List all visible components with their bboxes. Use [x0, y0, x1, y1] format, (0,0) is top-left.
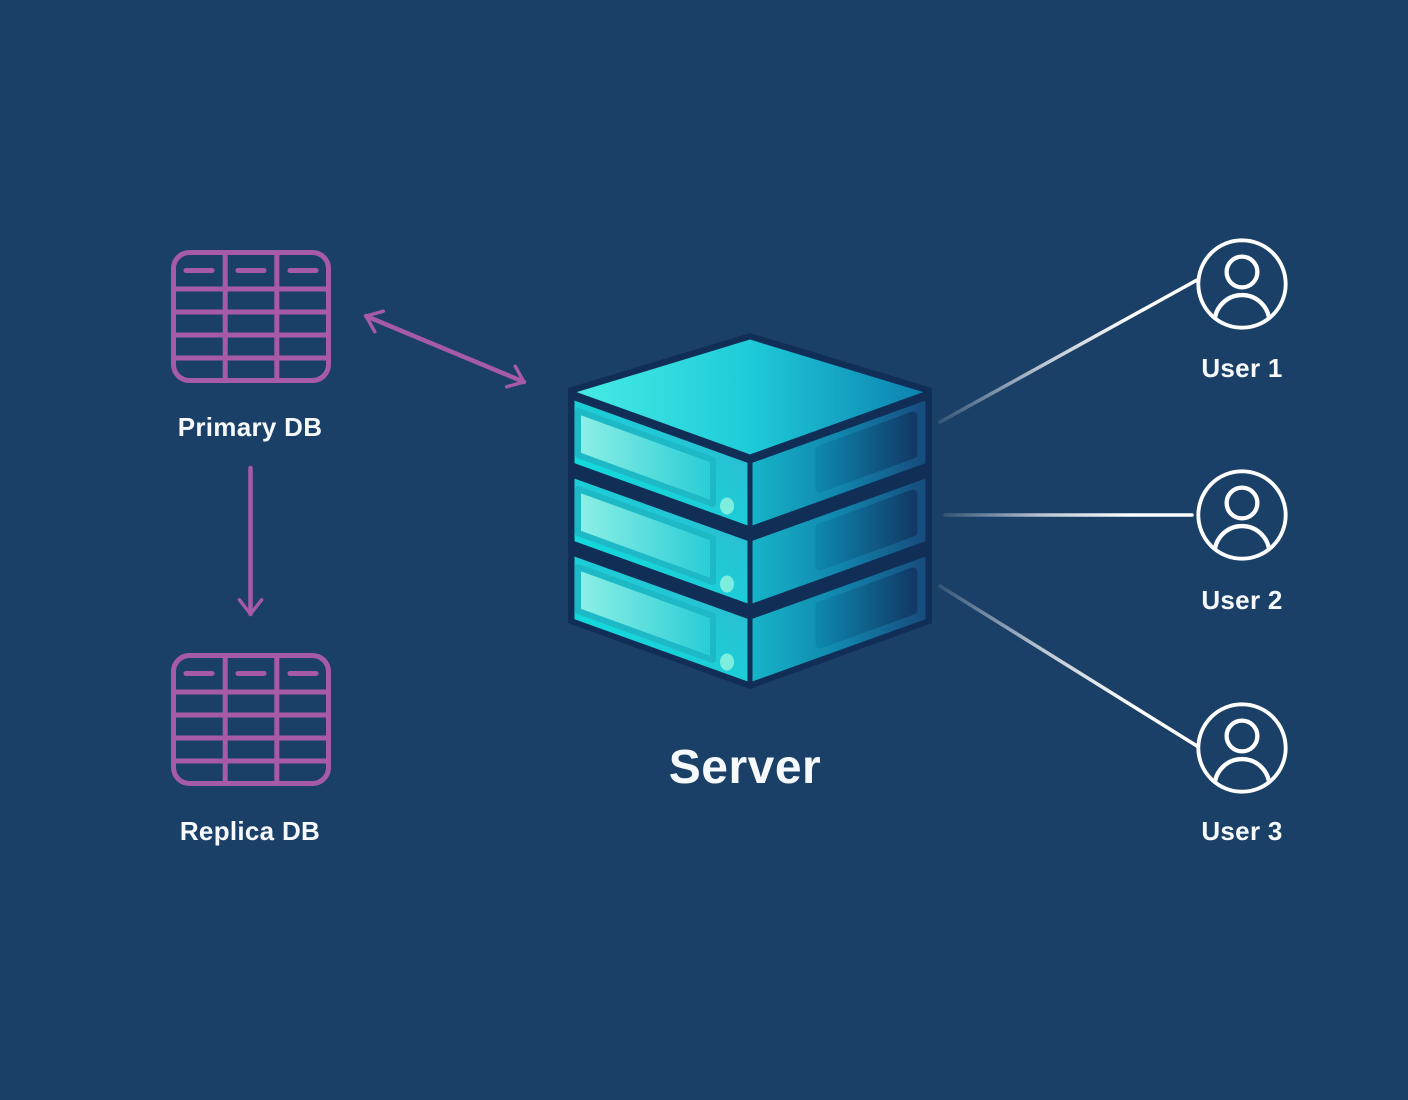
server-rack-unit-2 [569, 472, 931, 610]
sync-arrow-primary-server [363, 309, 527, 389]
server-led-light [720, 653, 734, 671]
server-top-face [570, 336, 930, 458]
replica-db-icon [174, 656, 329, 784]
server-side-slot [815, 489, 918, 571]
replica-db-label: Replica DB [179, 816, 321, 846]
server-stack-icon [568, 333, 932, 689]
server-user-3-link [938, 584, 1199, 748]
server-label: Server [668, 741, 822, 794]
user-1-icon [1198, 240, 1285, 349]
server-led-light [720, 575, 734, 593]
server-side-slot [815, 411, 918, 493]
user-1-label: User 1 [1201, 353, 1283, 383]
server-front-panel [575, 564, 716, 663]
primary-db-label: Primary DB [177, 412, 323, 442]
user-2-label: User 2 [1201, 585, 1283, 615]
user-2-icon [1198, 471, 1285, 580]
primary-db-icon [174, 253, 329, 381]
server-rack-unit-3 [569, 550, 931, 688]
user-3-icon [1198, 704, 1285, 813]
server-user-1-link [938, 278, 1199, 424]
server-front-panel [575, 408, 716, 507]
server-front-panel [575, 486, 716, 585]
server-rack-unit-1 [569, 394, 931, 532]
server-led-light [720, 497, 734, 515]
server-side-slot [815, 567, 918, 649]
user-3-label: User 3 [1201, 816, 1283, 846]
